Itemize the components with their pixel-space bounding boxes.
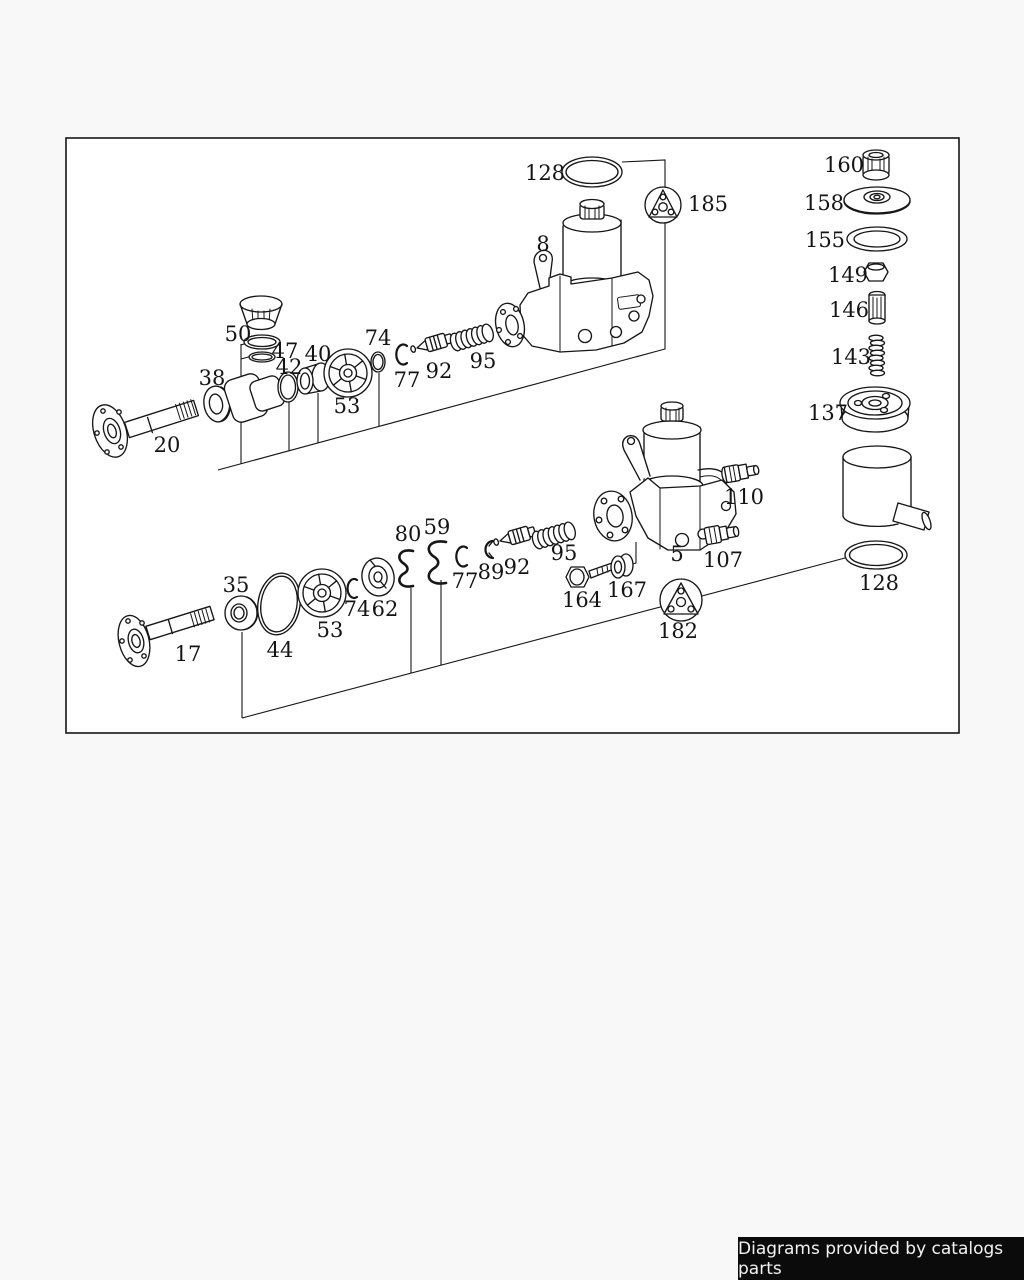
footer-credit-text: Diagrams provided by catalogs parts [738, 1238, 1004, 1279]
part-label-155: 155 [805, 228, 845, 252]
part-label-185: 185 [688, 192, 728, 216]
part-label-128: 128 [525, 161, 565, 185]
upper-rail [217, 159, 666, 471]
part-8-pump-assembly [494, 198, 654, 353]
part-20-input-shaft [91, 399, 200, 458]
part-label-92: 92 [504, 555, 531, 579]
footer-bar: Diagrams provided by catalogs parts [738, 1237, 1024, 1280]
part-40-bushing [296, 362, 331, 395]
part-160-cap-nut [862, 149, 890, 181]
part-74-oring-upper [370, 351, 386, 373]
part-155-seal-ring [846, 226, 908, 252]
part-label-47: 47 [272, 339, 299, 363]
part-label-74: 74 [344, 597, 371, 621]
part-label-38: 38 [199, 366, 226, 390]
part-110-plug [721, 463, 760, 484]
part-label-182: 182 [658, 619, 698, 643]
part-label-95: 95 [470, 349, 497, 373]
part-filler-cap [239, 295, 283, 331]
part-label-53: 53 [317, 618, 344, 642]
part-housing-coupler [223, 373, 286, 423]
part-label-77: 77 [452, 569, 479, 593]
part-label-74: 74 [365, 326, 392, 350]
part-label-128: 128 [859, 571, 899, 595]
part-59-retainer-clip [427, 540, 448, 585]
part-182-cover-plate [659, 578, 703, 622]
part-label-50: 50 [225, 322, 252, 346]
part-label-5: 5 [670, 542, 683, 566]
part-label-20: 20 [154, 433, 181, 457]
part-label-59: 59 [424, 515, 451, 539]
part-107-plug [703, 525, 740, 546]
pump5-flange [593, 490, 633, 542]
part-89-e-clip [484, 539, 495, 560]
part-label-77: 77 [394, 368, 421, 392]
part-167-washer [610, 553, 634, 579]
part-label-8: 8 [536, 232, 549, 256]
part-50-seal-ring [243, 334, 281, 350]
diagram-border [65, 137, 960, 734]
part-17-drive-shaft [117, 605, 215, 668]
part-label-164: 164 [562, 588, 602, 612]
part-label-137: 137 [808, 401, 848, 425]
part-146-splined-pin [868, 290, 886, 325]
part-label-92: 92 [426, 359, 453, 383]
pump8-bracket-arm [533, 249, 553, 289]
part-label-110: 110 [724, 485, 764, 509]
part-label-160: 160 [824, 153, 864, 177]
pump5-cap [660, 401, 684, 422]
part-label-80: 80 [395, 522, 422, 546]
part-53-rotor-lower [297, 568, 347, 618]
part-label-44: 44 [267, 638, 294, 662]
part-label-143: 143 [831, 345, 871, 369]
part-label-107: 107 [703, 548, 743, 572]
part-77-snap-ring-upper [395, 343, 409, 366]
part-label-35: 35 [223, 573, 250, 597]
part-label-149: 149 [828, 263, 868, 287]
part-label-95: 95 [551, 541, 578, 565]
part-185-cover-plate [644, 186, 682, 224]
part-reservoir-tank [842, 445, 932, 531]
part-128-oring-top [561, 156, 623, 188]
part-158-washer-disc [843, 186, 911, 215]
part-143-spring [868, 334, 886, 377]
part-label-17: 17 [175, 642, 202, 666]
part-label-53: 53 [334, 394, 361, 418]
part-label-146: 146 [829, 298, 869, 322]
part-74-snap-ring-lower [346, 577, 359, 600]
part-47-seal-ring [248, 351, 276, 363]
part-35-bushing [224, 595, 259, 631]
part-label-167: 167 [607, 578, 647, 602]
part-80-spring-clip [398, 549, 415, 588]
part-164-bolt [565, 562, 615, 588]
pump8-cap [579, 198, 605, 220]
pump8-flange [494, 302, 526, 348]
part-label-42: 42 [276, 355, 303, 379]
leader-lines [217, 159, 846, 719]
part-label-40: 40 [305, 342, 332, 366]
part-label-62: 62 [372, 597, 399, 621]
part-77-snap-ring-lower [455, 545, 469, 568]
part-149-nut [863, 262, 889, 282]
part-128-oring-right [844, 540, 908, 570]
part-62-pressure-plate [361, 557, 395, 597]
lower-rail [241, 557, 846, 719]
part-label-158: 158 [804, 191, 844, 215]
part-44-oring-large [257, 572, 301, 636]
pump5-bracket-arm [622, 435, 651, 481]
part-137-pulley [839, 386, 911, 433]
part-label-89: 89 [478, 560, 505, 584]
